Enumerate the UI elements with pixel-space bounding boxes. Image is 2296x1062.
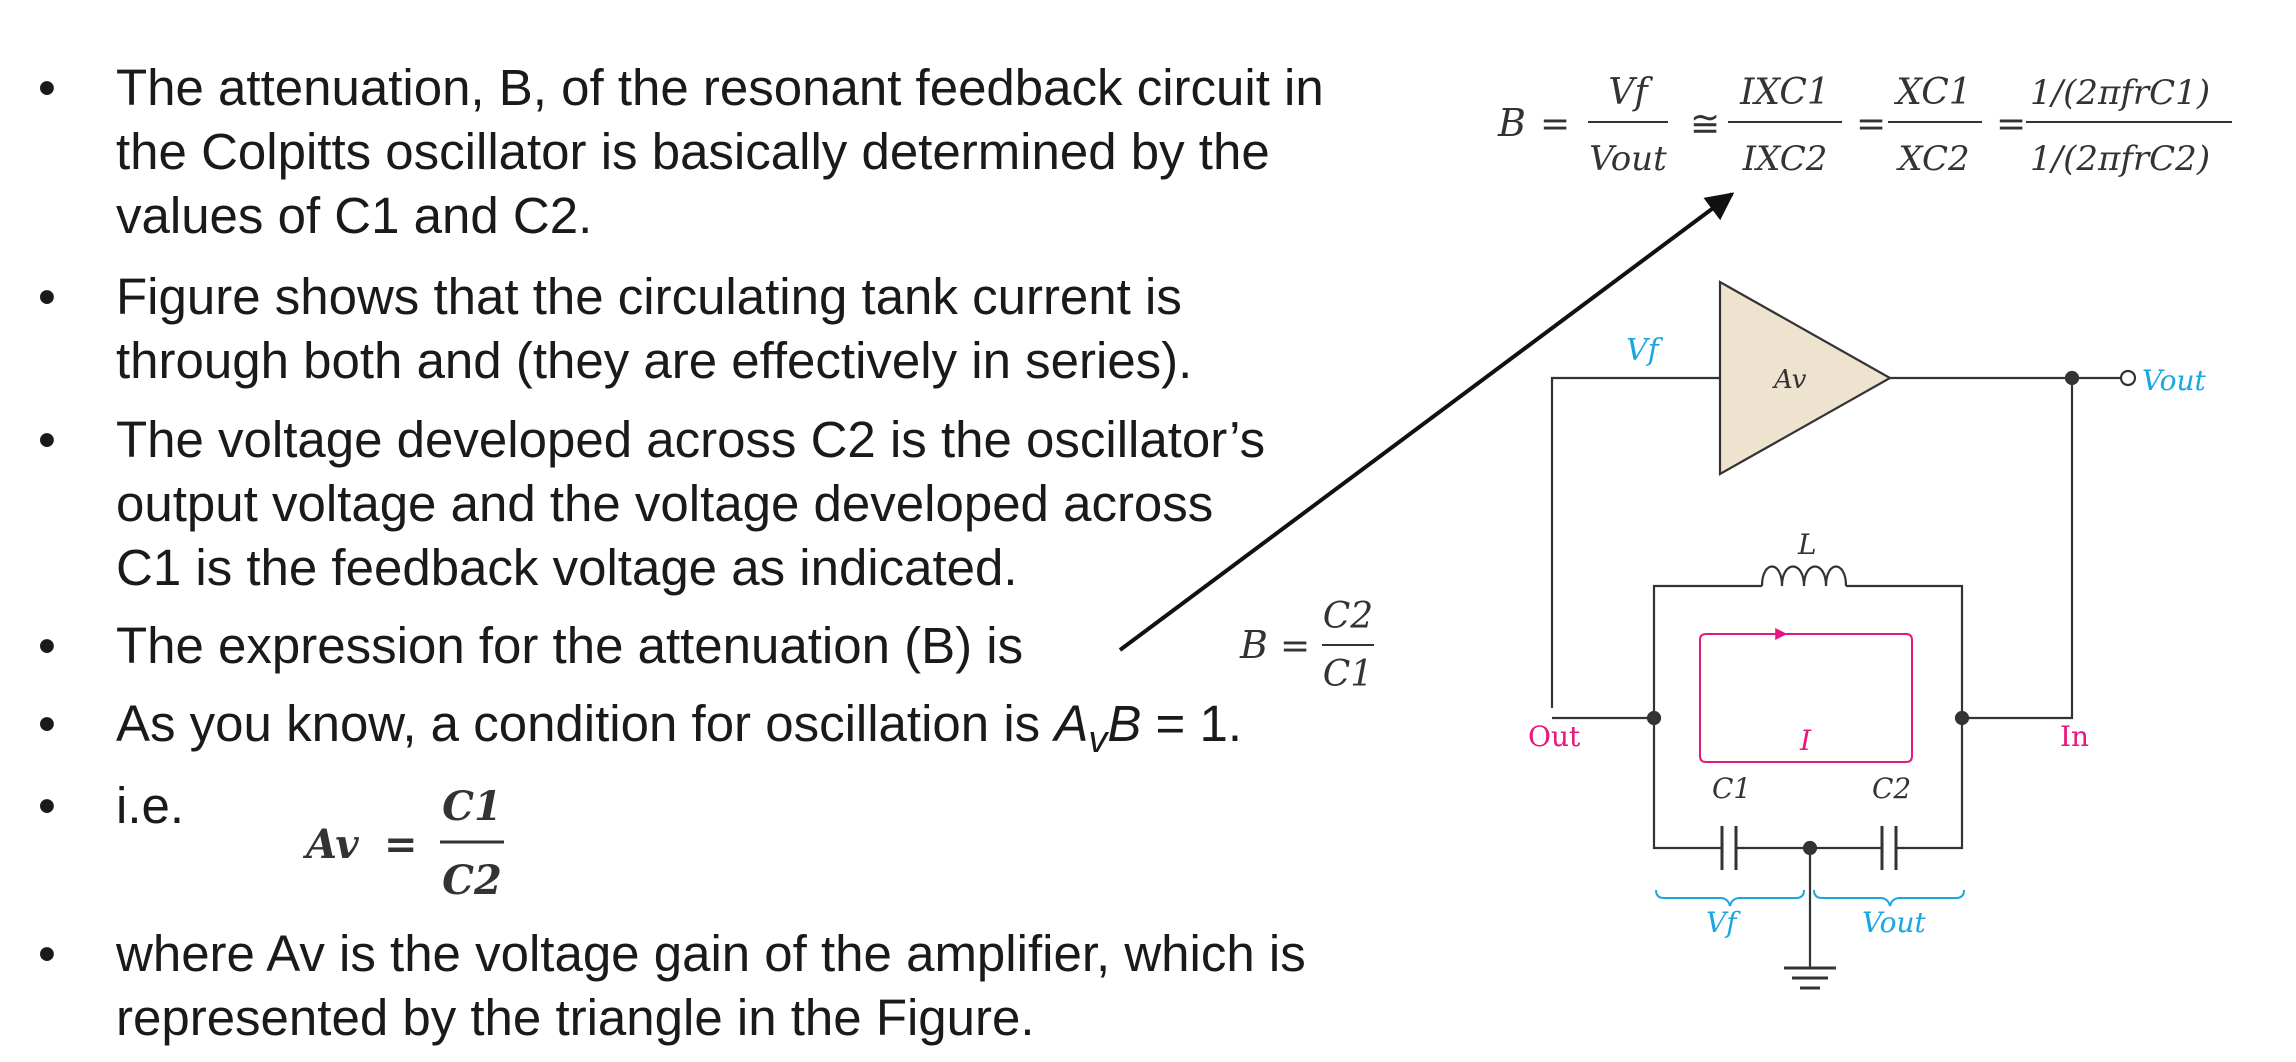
formula-b-num: C2: [1323, 596, 1373, 637]
top-formula-t4-den: 1/(2πfrC2): [2030, 139, 2210, 179]
bullet-5-prefix: As you know, a condition for oscillation…: [116, 695, 1055, 752]
top-formula-eq2: =: [1856, 104, 1886, 145]
top-formula-t2-num: IXC1: [1739, 72, 1830, 113]
formula-b-equals-c2-over-c1: B = C2 C1: [1239, 596, 1374, 695]
wire-feedback-left: [1550, 376, 1720, 708]
bullet-2-line-1: Figure shows that the circulating tank c…: [116, 268, 1182, 325]
circuit-labels: Vf Av Vout L I Out In C1 C2 Vf Vout: [1528, 333, 2207, 939]
label-c2: C2: [1872, 772, 1911, 805]
formula-av-equals-c1-over-c2: Av = C1 C2: [302, 783, 504, 904]
bullet-2-line-2: through both and (they are effectively i…: [116, 332, 1193, 389]
top-formula-t1-den: Vout: [1589, 139, 1667, 179]
top-formula-t3-num: XC1: [1893, 72, 1971, 113]
tank-right-top: [1846, 584, 1964, 718]
top-formula-approx: ≅: [1690, 104, 1720, 145]
wire-c1-left: [1652, 718, 1722, 850]
brace-vf: [1655, 889, 1805, 907]
bullet-1-line-1: The attenuation, B, of the resonant feed…: [116, 59, 1324, 116]
bullet-dot: •: [38, 59, 56, 116]
node-dot: [1646, 710, 1662, 726]
output-terminal: [2119, 369, 2137, 387]
top-formula-eq: =: [1540, 104, 1570, 145]
label-c1: C1: [1712, 772, 1751, 805]
top-formula-lhs: B: [1497, 101, 1526, 145]
bullet-7-line-2: represented by the triangle in the Figur…: [116, 989, 1035, 1046]
bullet-3-line-3: C1 is the feedback voltage as indicated.: [116, 539, 1018, 596]
label-inductor: L: [1797, 528, 1817, 561]
bullet-6-line-1: i.e.: [116, 777, 185, 834]
top-formula-t3-den: XC2: [1895, 139, 1969, 179]
label-vf-bottom: Vf: [1706, 906, 1741, 939]
node-dot: [1802, 840, 1818, 856]
formula-av-lhs: Av: [302, 821, 359, 868]
bullet-1-line-2: the Colpitts oscillator is basically det…: [116, 123, 1270, 180]
wire-c2-right: [1896, 718, 1964, 850]
inductor-coil: [1760, 565, 1848, 587]
label-current: I: [1799, 724, 1812, 757]
bullet-5-av-b: B: [1107, 695, 1142, 752]
tank-current-loop: [1699, 633, 1913, 763]
label-vout-right: Vout: [2142, 364, 2207, 397]
bullet-5-suffix: = 1.: [1141, 695, 1243, 752]
bullet-3-line-1: The voltage developed across C2 is the o…: [116, 411, 1266, 468]
top-attenuation-formula: B = Vf Vout ≅ IXC1 IXC2 = XC1 XC2 = 1/(2…: [1497, 72, 2232, 179]
label-vout-bottom: Vout: [1862, 906, 1927, 939]
bullet-4-line-1: The expression for the attenuation (B) i…: [116, 617, 1024, 674]
bullet-3-line-2: output voltage and the voltage developed…: [116, 475, 1214, 532]
wire-right-down: [1962, 378, 2074, 720]
label-av: Av: [1772, 365, 1807, 395]
colpitts-circuit: [1550, 280, 2137, 990]
bullet-5-av-sub: v: [1088, 719, 1108, 762]
bullet-dot: •: [38, 411, 56, 468]
bullet-dot: •: [38, 617, 56, 674]
bullet-dot: •: [38, 777, 56, 834]
top-formula-t1-num: Vf: [1608, 72, 1653, 113]
node-dot: [1954, 710, 1970, 726]
formula-av-den: C2: [442, 857, 502, 904]
top-formula-t2-den: IXC2: [1742, 139, 1828, 179]
brace-vout: [1813, 889, 1965, 907]
formula-b-eq: =: [1280, 626, 1310, 667]
bullet-dot: •: [38, 268, 56, 325]
bullet-dot: •: [38, 695, 56, 752]
tank-left-top: [1652, 584, 1762, 718]
bullet-dot: •: [38, 925, 56, 982]
label-in: In: [2060, 720, 2089, 753]
bullet-7-line-1: where Av is the voltage gain of the ampl…: [116, 925, 1306, 982]
bullet-5-av-a: A: [1054, 695, 1089, 752]
node-dot: [2064, 370, 2080, 386]
bullet-1-line-3: values of C1 and C2.: [116, 187, 593, 244]
formula-b-lhs: B: [1239, 623, 1268, 667]
bullet-list: • The attenuation, B, of the resonant fe…: [38, 59, 1324, 1046]
formula-av-num: C1: [442, 783, 502, 830]
formula-b-den: C1: [1323, 654, 1373, 695]
label-vf-top: Vf: [1626, 333, 1664, 368]
top-formula-t4-num: 1/(2πfrC1): [2030, 73, 2210, 113]
formula-av-eq: =: [384, 821, 418, 868]
label-out: Out: [1528, 720, 1581, 753]
top-formula-eq3: =: [1996, 104, 2026, 145]
pointer-arrow: [1118, 192, 1735, 652]
